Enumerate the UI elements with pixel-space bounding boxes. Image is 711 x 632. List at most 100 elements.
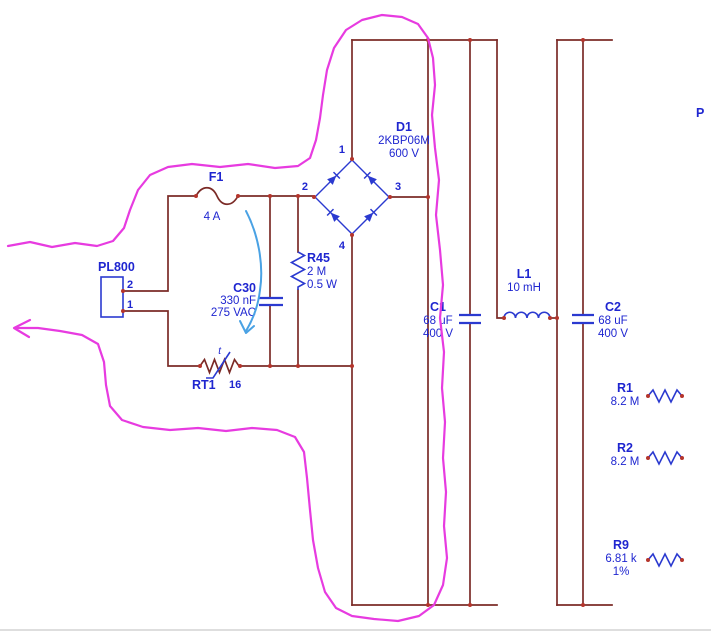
d1-pin2: 2 [302,181,308,193]
junction-dot [350,157,354,161]
l1-value: 10 mH [507,282,541,294]
d1-pin4: 4 [339,240,346,252]
highlight-arrowhead-icon [12,318,32,339]
d1-part: 2KBP06M [378,135,430,147]
c30-rating: 275 VAC [211,307,256,319]
thermistor-icon [198,357,241,375]
junction-dot [646,394,650,398]
junction-dot [468,603,472,607]
component-r2[interactable]: R2 8.2 M [611,441,683,468]
connector-body [100,276,124,318]
d1-ref: D1 [396,120,412,134]
component-l1[interactable]: L1 10 mH [503,267,551,319]
thermistor-strike-icon [206,351,231,379]
blue-arrow-path [245,210,263,332]
wire-top-feed [122,195,197,292]
junction-dot [238,364,242,368]
rt1-pin: 16 [229,379,241,391]
highlight-loop-path [6,13,449,623]
resistor-icon [647,388,683,404]
junction-dot [296,194,300,198]
junction-dot [350,364,354,368]
label-p-partial: P [696,106,704,120]
d1-pin1: 1 [339,144,345,156]
junction-dot [121,309,125,313]
junction-dot [555,316,559,320]
junction-dot [268,194,272,198]
d1-pin3: 3 [395,181,401,193]
junction-dot [548,316,552,320]
junction-dot [680,456,684,460]
junction-dot [468,38,472,42]
diode-icon [363,171,377,185]
r2-ref: R2 [617,441,633,455]
r45-rating: 0.5 W [307,279,337,291]
resistor-icon [647,450,683,466]
junction-dot [581,38,585,42]
junction-dot [350,233,354,237]
c2-value: 68 uF [598,315,627,327]
fuse-icon [194,186,240,206]
junction-dot [296,364,300,368]
component-c30[interactable]: C30 330 nF 275 VAC [211,281,283,319]
bridge-diamond-icon [314,159,390,235]
annotation-blue-arrow [239,210,263,334]
d1-rating: 600 V [389,148,419,160]
blue-arrowhead-icon [239,320,255,334]
junction-dot [426,195,430,199]
c1-ref: C1 [430,300,446,314]
diode-icon [326,208,340,222]
junction-dot [646,558,650,562]
f1-ref: F1 [209,170,224,184]
junction-dot [646,456,650,460]
r9-ref: R9 [613,538,629,552]
r1-value: 8.2 M [611,396,640,408]
c2-ref: C2 [605,300,621,314]
c1-value: 68 uF [423,315,452,327]
component-f1[interactable]: F1 4 A [194,170,240,223]
r45-value: 2 M [307,266,326,278]
diode-icon [364,208,378,222]
component-r1[interactable]: R1 8.2 M [611,381,683,408]
resistor-icon [647,552,683,568]
l1-ref: L1 [517,267,532,281]
r45-ref: R45 [307,251,330,265]
rt1-ref: RT1 [192,378,216,392]
junction-dot [198,364,202,368]
component-rt1[interactable]: t RT1 16 [192,346,241,392]
diode-icon [327,171,341,185]
junction-dot [680,558,684,562]
r9-value: 6.81 k [605,553,637,565]
c30-value: 330 nF [220,295,256,307]
component-r9[interactable]: R9 6.81 k 1% [605,538,683,578]
c1-rating: 400 V [423,328,453,340]
junction-dot [426,603,430,607]
junction-dot [268,364,272,368]
junction-dot [581,603,585,607]
junction-dots [121,38,684,607]
r2-value: 8.2 M [611,456,640,468]
component-r45[interactable]: R45 2 M 0.5 W [289,251,338,291]
junction-dot [194,194,198,198]
resistor-icon [289,251,307,290]
component-pl800[interactable]: PL800 2 1 [98,260,135,318]
c2-rating: 400 V [598,328,628,340]
annotation-highlight-loop [6,13,449,623]
wire-bottom-feed [122,310,201,367]
junction-dot [121,289,125,293]
r9-tolerance: 1% [613,566,630,578]
junction-dot [680,394,684,398]
inductor-icon [503,311,551,319]
component-c1[interactable]: C1 68 uF 400 V [423,300,481,340]
junction-dot [236,194,240,198]
pl800-ref: PL800 [98,260,135,274]
component-d1-bridge[interactable]: 1 2 3 4 D1 2KBP06M 600 V [302,120,430,252]
pl800-pin2: 2 [127,279,133,291]
junction-dot [502,316,506,320]
f1-value: 4 A [204,211,221,223]
junction-dot [312,195,316,199]
junction-dot [388,195,392,199]
c30-ref: C30 [233,281,256,295]
component-c2[interactable]: C2 68 uF 400 V [572,300,628,340]
